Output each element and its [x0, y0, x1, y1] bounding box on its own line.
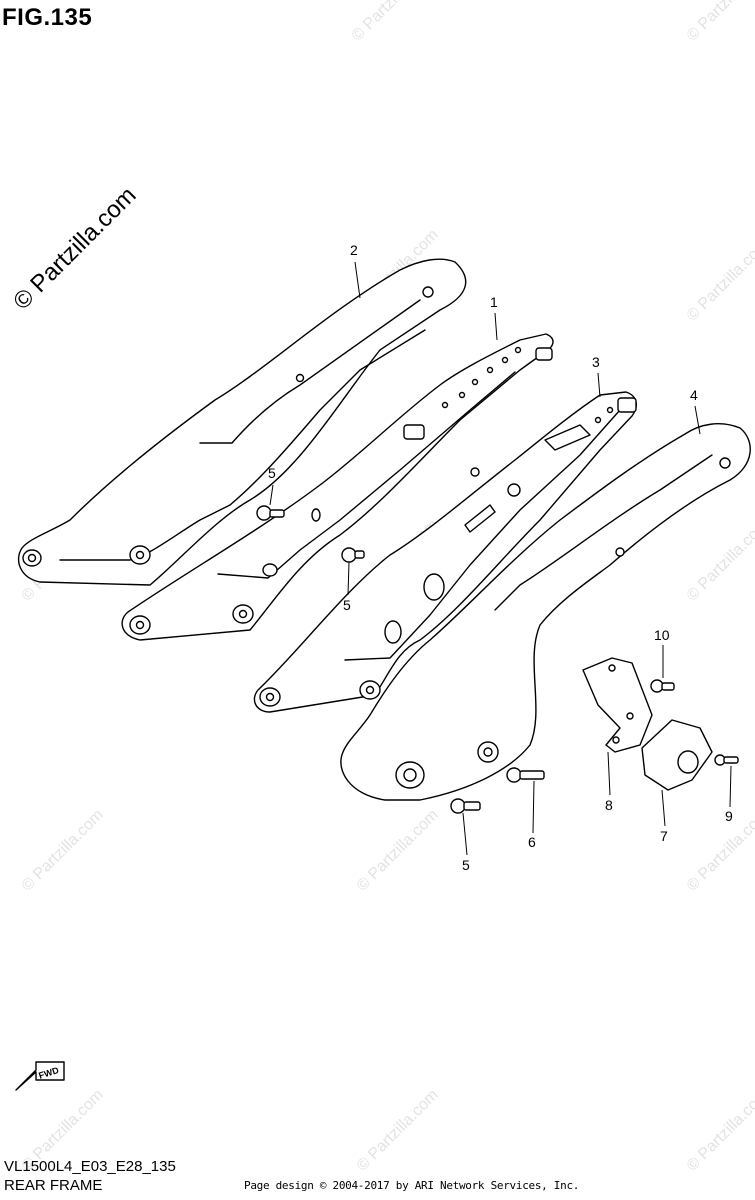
- bolt-part-5-lower: [450, 798, 481, 814]
- fwd-arrow-icon: [15, 1061, 65, 1091]
- cushion-part-7: [641, 719, 713, 791]
- bolt-part-6: [506, 767, 545, 783]
- callout-3: 3: [592, 354, 600, 370]
- callout-8: 8: [605, 797, 613, 813]
- rear-frame-right-outer: [340, 423, 751, 801]
- callout-10: 10: [654, 627, 670, 643]
- callout-1: 1: [490, 294, 498, 310]
- rear-frame-left-inner: [121, 333, 554, 641]
- bracket-part-8: [582, 657, 653, 753]
- callout-9: 9: [725, 808, 733, 824]
- bolt-part-5-middle: [341, 547, 365, 563]
- bolt-part-9: [714, 754, 739, 766]
- section-title: REAR FRAME: [4, 1177, 103, 1194]
- callout-5-upper: 5: [268, 465, 276, 481]
- callout-2: 2: [350, 242, 358, 258]
- bolt-part-5-upper: [256, 505, 285, 521]
- callout-5-lower: 5: [462, 857, 470, 873]
- callout-4: 4: [690, 387, 698, 403]
- rear-frame-left-outer: [17, 258, 467, 586]
- callout-5-middle: 5: [343, 597, 351, 613]
- callout-7: 7: [660, 828, 668, 844]
- figure-title: FIG.135: [2, 4, 93, 31]
- callout-6: 6: [528, 834, 536, 850]
- diagram-code: VL1500L4_E03_E28_135: [4, 1158, 176, 1175]
- bolt-part-10: [650, 679, 675, 693]
- rear-frame-right-inner: [253, 391, 637, 713]
- copyright-notice: Page design © 2004-2017 by ARI Network S…: [244, 1179, 580, 1192]
